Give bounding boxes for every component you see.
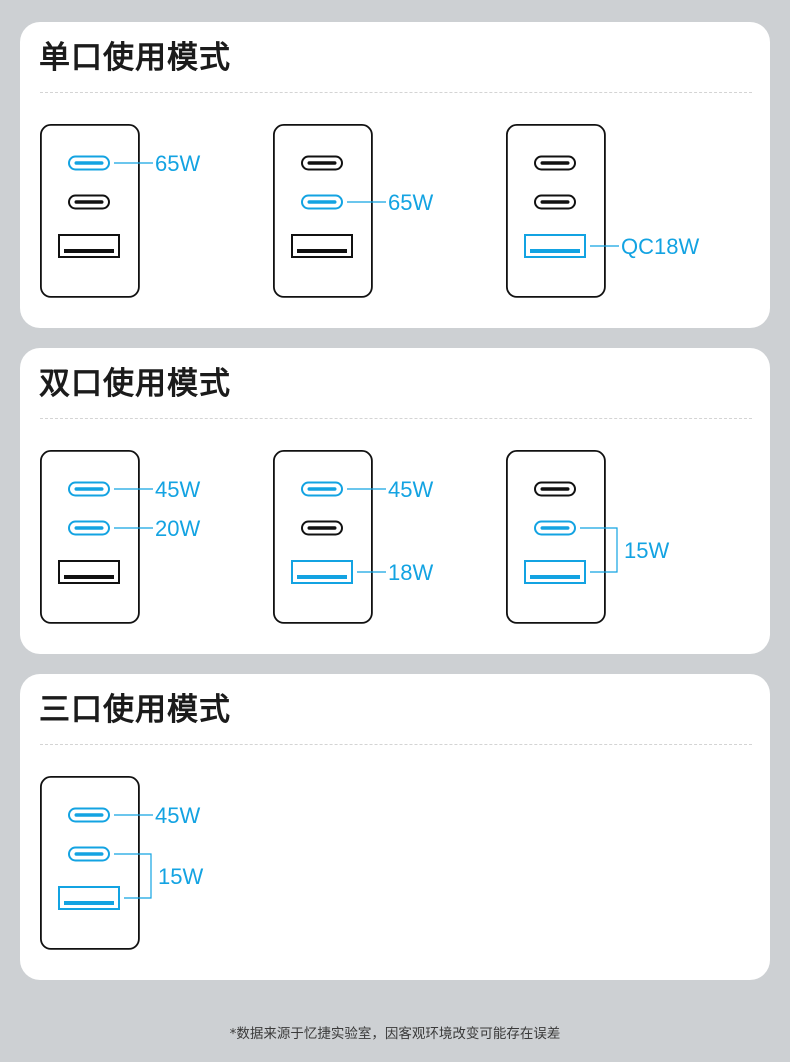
port-pin xyxy=(540,200,570,204)
power-label: 65W xyxy=(388,190,433,215)
charger-mode-3: 15W xyxy=(505,450,669,624)
port-outline xyxy=(58,560,120,584)
port-pin xyxy=(74,526,104,530)
charger-body xyxy=(39,776,140,950)
charger-mode-3: QC18W xyxy=(505,124,699,298)
port-outline xyxy=(524,560,586,584)
section-divider xyxy=(40,418,752,419)
port-pin xyxy=(64,249,114,253)
usb-c-port-1-icon xyxy=(68,481,110,497)
charger-diagrams: 45W 20W 45W 18W 15W xyxy=(39,450,669,624)
charger-mode-1: 65W xyxy=(39,124,200,298)
connector-bracket xyxy=(580,527,618,573)
port-pin xyxy=(307,487,337,491)
usb-c-port-1-icon xyxy=(68,155,110,171)
charger-mode-1: 45W 20W xyxy=(39,450,200,624)
port-pin xyxy=(530,249,580,253)
section-card-dual-port: 双口使用模式 45W 20W 45W 18W 15W xyxy=(20,348,770,654)
usb-a-port-icon xyxy=(58,886,120,910)
port-pin xyxy=(74,200,104,204)
usb-c-port-2-icon xyxy=(68,520,110,536)
power-label: 15W xyxy=(624,538,669,563)
section-card-triple-port: 三口使用模式 45W 15W xyxy=(20,674,770,980)
charger-body xyxy=(505,124,606,298)
charger-body xyxy=(39,450,140,624)
section-divider xyxy=(40,92,752,93)
footnote: *数据来源于忆捷实验室，因客观环境改变可能存在误差 xyxy=(229,1026,561,1042)
usb-c-port-1-icon xyxy=(534,155,576,171)
charger-diagrams: 65W 65W QC18W xyxy=(39,124,699,298)
section-title: 单口使用模式 xyxy=(39,40,231,76)
power-label: 45W xyxy=(155,477,200,502)
charger-body xyxy=(272,124,373,298)
power-label: 65W xyxy=(155,151,200,176)
section-title: 双口使用模式 xyxy=(39,366,231,402)
port-pin xyxy=(540,526,570,530)
port-pin xyxy=(74,813,104,817)
usb-c-port-2-icon xyxy=(534,194,576,210)
charger-mode-2: 45W 18W xyxy=(272,450,433,624)
usb-c-port-1-icon xyxy=(534,481,576,497)
charger-mode-2: 65W xyxy=(272,124,433,298)
charger-body xyxy=(505,450,606,624)
section-card-single-port: 单口使用模式 65W 65W QC18W xyxy=(20,22,770,328)
power-label: 15W xyxy=(158,864,203,889)
usb-c-port-2-icon xyxy=(301,194,343,210)
charger-diagrams: 45W 15W xyxy=(39,776,203,950)
power-label: 45W xyxy=(388,477,433,502)
port-pin xyxy=(307,200,337,204)
port-outline xyxy=(291,560,353,584)
usb-c-port-1-icon xyxy=(301,155,343,171)
usb-a-port-icon xyxy=(524,560,586,584)
port-outline xyxy=(291,234,353,258)
power-label: 20W xyxy=(155,516,200,541)
usb-c-port-2-icon xyxy=(301,520,343,536)
port-outline xyxy=(58,886,120,910)
section-divider xyxy=(40,744,752,745)
port-pin xyxy=(64,575,114,579)
port-pin xyxy=(530,575,580,579)
port-pin xyxy=(74,852,104,856)
usb-a-port-icon xyxy=(291,560,353,584)
usb-a-port-icon xyxy=(524,234,586,258)
charger-body xyxy=(272,450,373,624)
power-label: 18W xyxy=(388,560,433,585)
usb-a-port-icon xyxy=(58,560,120,584)
port-pin xyxy=(540,161,570,165)
usb-c-port-1-icon xyxy=(68,807,110,823)
usb-c-port-2-icon xyxy=(534,520,576,536)
port-pin xyxy=(297,249,347,253)
charger-mode-1: 45W 15W xyxy=(39,776,203,950)
usb-c-port-2-icon xyxy=(68,194,110,210)
port-pin xyxy=(307,526,337,530)
port-pin xyxy=(307,161,337,165)
usb-a-port-icon xyxy=(58,234,120,258)
port-pin xyxy=(74,487,104,491)
section-title: 三口使用模式 xyxy=(39,692,231,728)
port-outline xyxy=(58,234,120,258)
usb-c-port-2-icon xyxy=(68,846,110,862)
port-pin xyxy=(540,487,570,491)
port-pin xyxy=(297,575,347,579)
connector-bracket xyxy=(114,853,152,899)
charger-body xyxy=(39,124,140,298)
power-label: 45W xyxy=(155,803,200,828)
usb-c-port-1-icon xyxy=(301,481,343,497)
port-pin xyxy=(74,161,104,165)
port-outline xyxy=(524,234,586,258)
usb-a-port-icon xyxy=(291,234,353,258)
power-label: QC18W xyxy=(621,234,699,259)
port-pin xyxy=(64,901,114,905)
